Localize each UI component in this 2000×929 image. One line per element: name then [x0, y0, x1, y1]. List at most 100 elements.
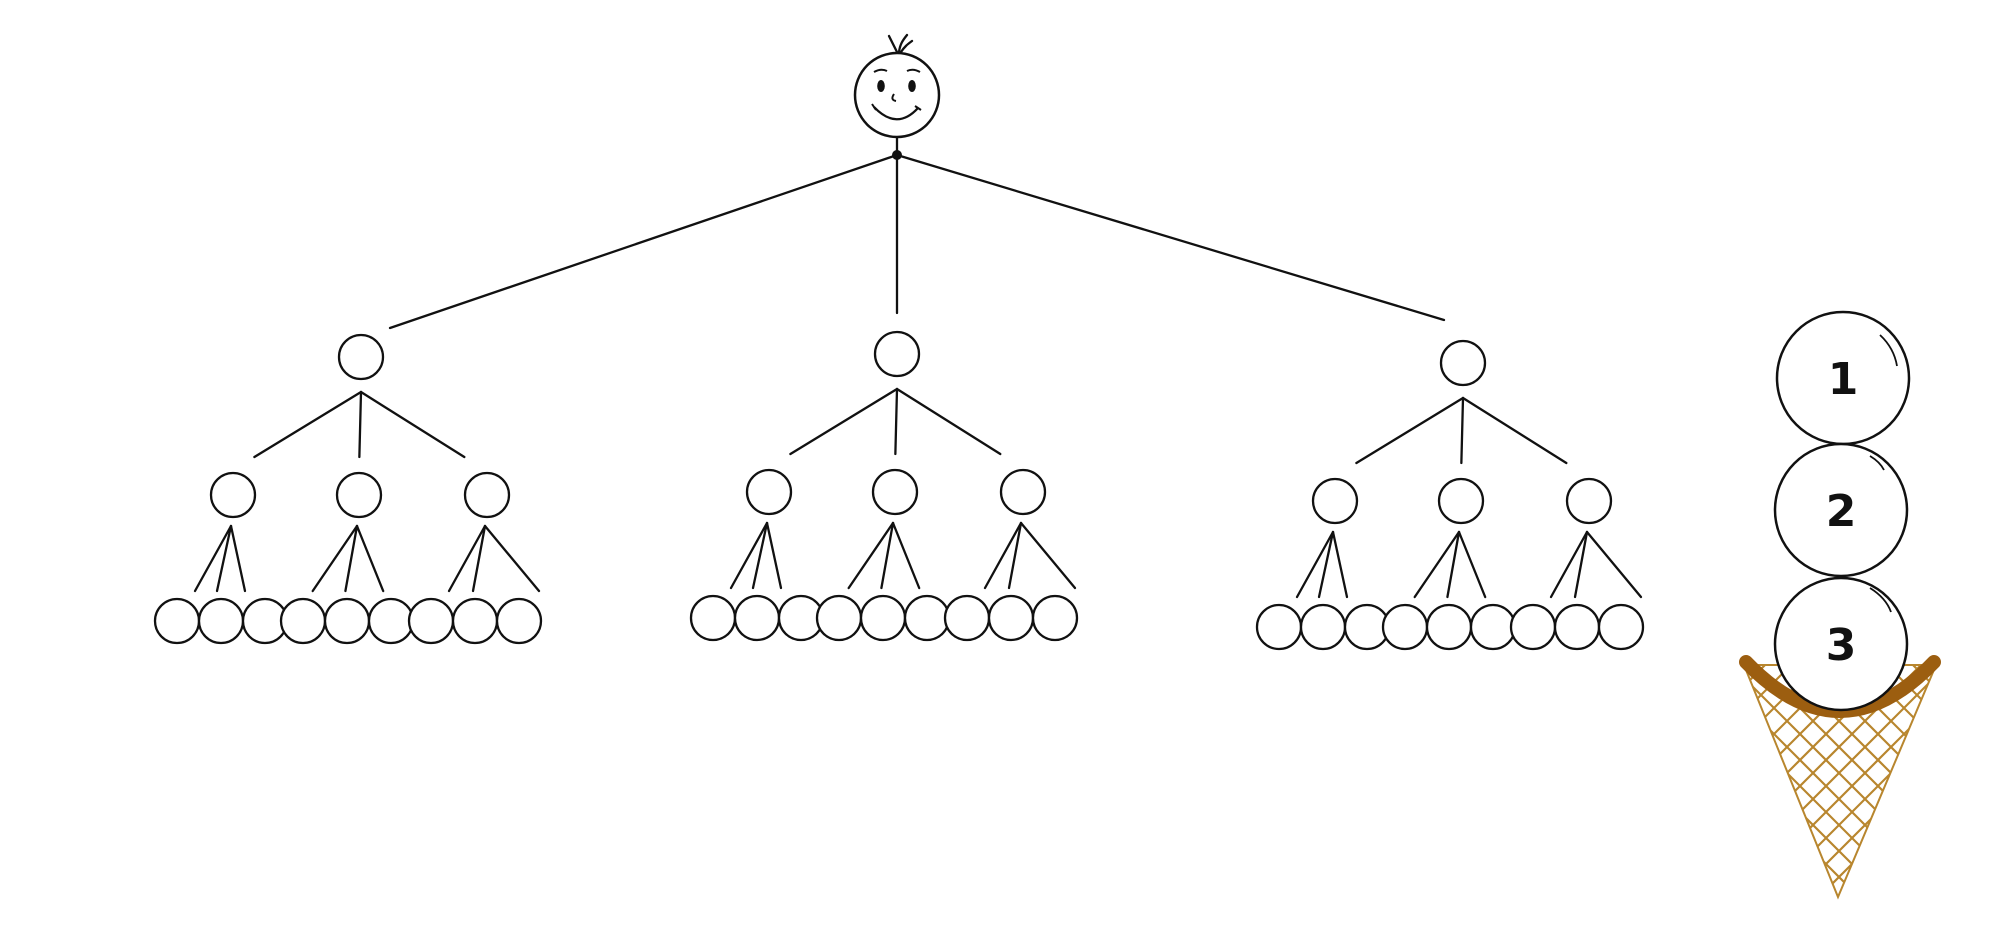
level3-node-3-1-2	[1299, 603, 1347, 651]
branch-l2-2-1-to-1	[729, 521, 769, 590]
branch-l2-2-2-to-1	[847, 521, 895, 590]
branch-l2-1-2-to-3	[355, 524, 385, 593]
branch-node-2-to-2	[894, 387, 899, 456]
level2-node-1-3	[463, 471, 511, 519]
level2-node-1-1	[209, 471, 257, 519]
branch-l2-2-1-to-3	[765, 521, 783, 590]
level3-node-2-2-1	[815, 594, 863, 642]
branch-l2-1-3-to-3	[483, 524, 541, 593]
branch-l2-2-1-to-2	[751, 521, 769, 590]
cone-lattice-line	[1960, 660, 2000, 900]
level2-node-3-3	[1565, 477, 1613, 525]
branch-l2-1-3-to-1	[447, 524, 487, 593]
branch-l2-1-2-to-2	[344, 524, 359, 593]
level3-node-1-3-3	[495, 597, 543, 645]
level3-node-1-1-1	[153, 597, 201, 645]
cone-lattice-line	[1744, 665, 1759, 897]
scoop-3: 3	[1773, 576, 1909, 712]
branch-node-2-to-3	[895, 387, 1002, 456]
cone-lattice-line	[1478, 660, 1718, 900]
branch-l2-3-2-to-2	[1446, 530, 1461, 599]
tree	[153, 136, 1645, 651]
branch-l2-2-3-to-3	[1019, 521, 1077, 590]
level1-node-1	[337, 333, 385, 381]
branch-l2-3-3-to-1	[1549, 530, 1589, 599]
branch-node-3-to-1	[1355, 396, 1465, 465]
branch-l2-2-3-to-1	[983, 521, 1023, 590]
branch-l2-1-1-to-3	[229, 524, 247, 593]
branch-node-1-to-1	[253, 390, 363, 459]
branch-l2-1-1-to-1	[193, 524, 233, 593]
branch-node-3-to-2	[1460, 396, 1465, 465]
level3-node-1-2-1	[279, 597, 327, 645]
level3-node-1-3-2	[451, 597, 499, 645]
level2-node-2-3	[999, 468, 1047, 516]
branch-l2-1-2-to-1	[311, 524, 359, 593]
cone-lattice-line	[1492, 660, 1732, 900]
level3-node-3-3-2	[1553, 603, 1601, 651]
level1-node-2	[873, 330, 921, 378]
level3-node-1-3-1	[407, 597, 455, 645]
scoop-label-2: 2	[1826, 486, 1857, 537]
cone-lattice-line	[1744, 665, 1785, 897]
scoop-label-3: 3	[1826, 620, 1857, 671]
cone-lattice-line	[1933, 665, 1936, 897]
cone-lattice-line	[1986, 660, 2000, 900]
level1-node-3	[1439, 339, 1487, 387]
cone-lattice-line	[1426, 660, 1666, 900]
level3-node-2-3-2	[987, 594, 1035, 642]
level3-node-2-3-1	[943, 594, 991, 642]
level2-node-1-2	[335, 471, 383, 519]
level3-node-2-2-2	[859, 594, 907, 642]
branch-node-2-to-1	[789, 387, 899, 456]
level3-node-3-3-3	[1597, 603, 1645, 651]
level3-node-1-1-2	[197, 597, 245, 645]
branch-l2-3-1-to-1	[1295, 530, 1335, 599]
level3-node-2-1-1	[689, 594, 737, 642]
level3-node-2-1-2	[733, 594, 781, 642]
smiley-face-icon	[853, 33, 941, 139]
branch-l2-1-3-to-2	[471, 524, 487, 593]
level3-node-3-2-2	[1425, 603, 1473, 651]
level3-node-3-1-1	[1255, 603, 1303, 651]
cone-lattice-line	[1744, 665, 1797, 897]
branch-root-to-node-3	[895, 153, 1446, 322]
branch-l2-2-3-to-2	[1007, 521, 1023, 590]
branch-l2-3-3-to-2	[1573, 530, 1589, 599]
level3-node-3-2-3	[1469, 603, 1517, 651]
branch-node-1-to-3	[359, 390, 466, 459]
level3-node-3-3-1	[1509, 603, 1557, 651]
cone-lattice-line	[1400, 660, 1640, 900]
cone-lattice-line	[1440, 660, 1680, 900]
branch-l2-2-2-to-3	[891, 521, 921, 590]
scoop-label-1: 1	[1828, 354, 1859, 405]
branch-l2-3-1-to-2	[1317, 530, 1335, 599]
cone-lattice-line	[1744, 665, 1745, 897]
cone-lattice-line	[1466, 660, 1706, 900]
cone-lattice-line	[1452, 660, 1692, 900]
level3-node-2-2-3	[903, 594, 951, 642]
level3-node-1-2-2	[323, 597, 371, 645]
cone-lattice-line	[1946, 660, 2000, 900]
cone-lattice-line	[1744, 665, 1771, 897]
level3-node-1-2-3	[367, 597, 415, 645]
branch-l2-1-1-to-2	[215, 524, 233, 593]
scoop-2: 2	[1773, 442, 1909, 578]
branch-node-1-to-2	[358, 390, 363, 459]
level3-node-3-2-1	[1381, 603, 1429, 651]
cone-lattice-line	[1972, 660, 2000, 900]
cone-lattice-line	[1919, 665, 1936, 897]
branch-l2-3-1-to-3	[1331, 530, 1349, 599]
level2-node-2-1	[745, 468, 793, 516]
branch-root-to-node-1	[388, 153, 899, 330]
branch-l2-3-3-to-3	[1585, 530, 1643, 599]
ice-cream-cone-icon	[1400, 655, 2000, 900]
level3-node-2-3-3	[1031, 594, 1079, 642]
level2-node-2-2	[871, 468, 919, 516]
branch-l2-3-2-to-1	[1413, 530, 1461, 599]
scoop-1: 1	[1775, 310, 1911, 446]
level2-node-3-2	[1437, 477, 1485, 525]
ice-cream-scoops: 1 2 3	[1773, 310, 1911, 712]
